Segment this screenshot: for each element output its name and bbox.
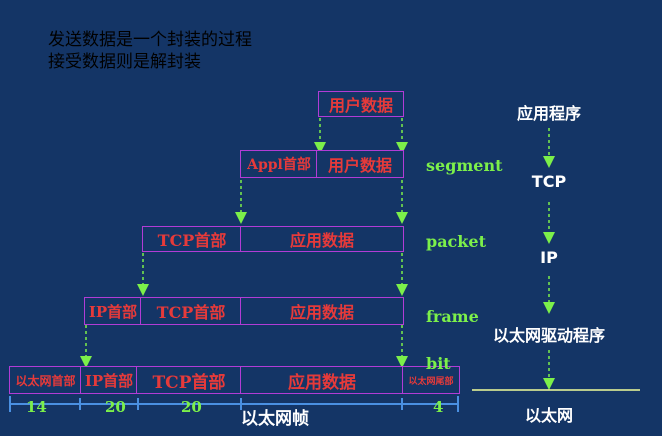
stack-ethernet-driver: 以太网驱动程序 [492, 326, 605, 345]
stack-application: 应用程序 [516, 104, 581, 123]
stack-tcp: TCP [531, 172, 567, 191]
app-user-data-box: 用户数据 [318, 91, 404, 117]
frame-bracket [9, 396, 459, 412]
layer-label-frame: frame [426, 307, 479, 326]
bit-tcp-header-box: TCP首部 [136, 366, 242, 394]
packet-app-data-box: 应用数据 [240, 226, 404, 252]
size-tcp-header: 20 [181, 398, 202, 416]
stack-ip: IP [540, 248, 558, 267]
caption-decapsulation: 接受数据则是解封装 [48, 52, 201, 72]
frame-ip-header-box: IP首部 [84, 297, 142, 325]
caption-encapsulation: 发送数据是一个封装的过程 [48, 30, 252, 50]
segment-user-data-box: 用户数据 [316, 150, 404, 178]
frame-app-data-box: 应用数据 [240, 297, 404, 325]
size-ip-header: 20 [105, 398, 126, 416]
ethernet-frame-label: 以太网帧 [241, 409, 309, 429]
size-eth-trailer: 4 [433, 398, 444, 416]
frame-tcp-header-box: TCP首部 [140, 297, 242, 325]
segment-appl-header-box: Appl首部 [240, 150, 318, 178]
stack-ethernet: 以太网 [524, 406, 573, 425]
layer-label-packet: packet [426, 232, 486, 251]
size-eth-header: 14 [26, 398, 47, 416]
bit-app-data-box: 应用数据 [240, 366, 404, 394]
bit-eth-trailer-box: 以太网尾部 [402, 366, 460, 394]
layer-label-segment: segment [426, 156, 503, 175]
packet-tcp-header-box: TCP首部 [142, 226, 242, 252]
bit-ip-header-box: IP首部 [80, 366, 138, 394]
bit-eth-header-box: 以太网首部 [9, 366, 82, 394]
layer-label-bit: bit [426, 354, 451, 373]
